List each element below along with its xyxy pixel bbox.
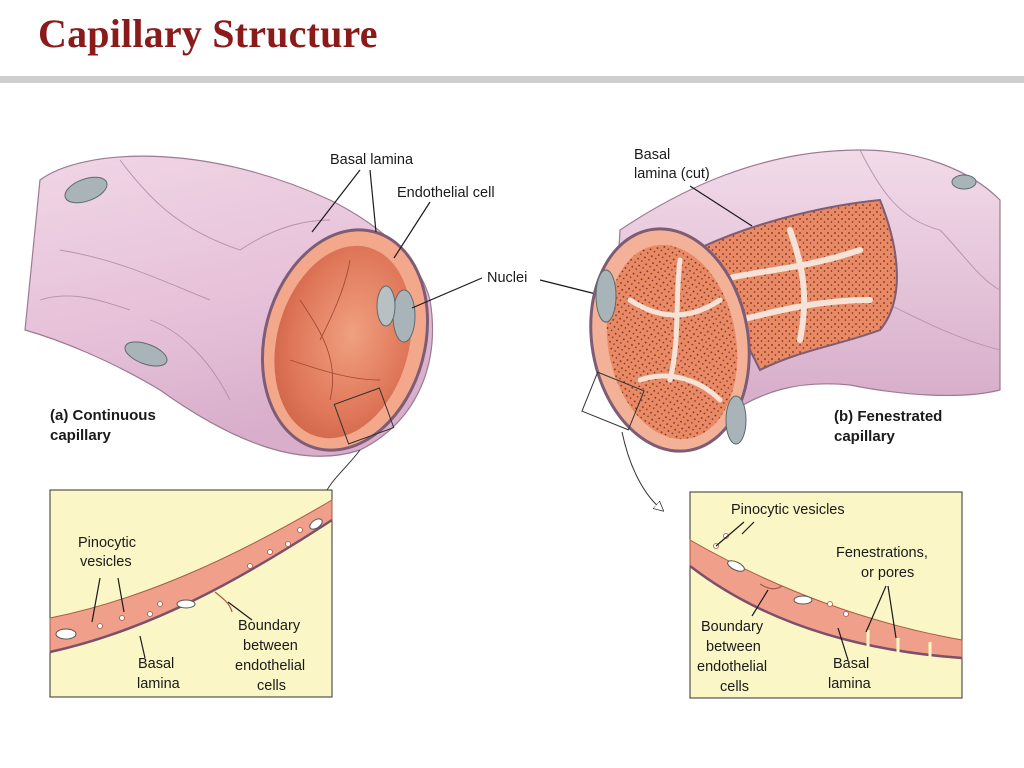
inset-b-pinocytic: Pinocytic vesicles: [731, 502, 845, 518]
inset-continuous: [49, 489, 333, 698]
inset-b-fenestrations-line2: or pores: [861, 565, 914, 581]
label-basal-b-line2: lamina (cut): [634, 166, 710, 182]
inset-a-boundary-line1: Boundary: [238, 618, 301, 634]
caption-a-line2: capillary: [50, 427, 112, 444]
title-divider: [0, 76, 1024, 83]
lumen-ridges-b: [627, 257, 723, 403]
inset-fenestrated: [689, 491, 963, 699]
inset-a-basal-line2: lamina: [137, 676, 181, 692]
inset-a-pinocytic-line1: Pinocytic: [78, 535, 136, 551]
caption-b-line2: capillary: [834, 428, 896, 445]
lumen-a: [274, 245, 412, 439]
label-basal-b-line1: Basal: [634, 147, 670, 163]
inset-a-pinocytic-line2: vesicles: [80, 554, 132, 570]
inset-a-boundary-line2: between: [243, 638, 298, 654]
nucleus-a2: [124, 341, 168, 367]
inset-b-boundary-line1: Boundary: [701, 619, 764, 635]
label-endothelial-cell-a: Endothelial cell: [397, 185, 495, 201]
label-basal-lamina-a: Basal lamina: [330, 152, 414, 168]
continuous-capillary-illustration: [24, 155, 434, 500]
inset-a-boundary-line3: endothelial: [235, 658, 305, 674]
caption-a-line1: (a) Continuous: [50, 407, 156, 424]
inset-a-basal-line1: Basal: [138, 656, 174, 672]
inset-b-basal-line2: lamina: [828, 676, 872, 692]
nucleus-a1: [64, 176, 108, 204]
inset-b-fenestrations-line1: Fenestrations,: [836, 545, 928, 561]
inset-arrow-b: [621, 431, 660, 508]
inset-b-boundary-line3: endothelial: [697, 659, 767, 675]
slide-title: Capillary Structure: [38, 11, 378, 56]
caption-b-line1: (b) Fenestrated: [834, 408, 942, 425]
inset-b-boundary-line4: cells: [720, 679, 749, 695]
nucleus-b4: [725, 395, 747, 445]
inset-a-boundary-line4: cells: [257, 678, 286, 694]
inset-b-basal-line1: Basal: [833, 656, 869, 672]
fenestration-ridges-b: [717, 227, 873, 343]
nucleus-b3: [595, 269, 617, 323]
nucleus-b1: [951, 174, 977, 190]
nucleus-a4: [376, 285, 396, 327]
label-nuclei: Nuclei: [487, 270, 527, 286]
fenestration-pores: [866, 630, 932, 660]
fenestrated-capillary-illustration: [581, 149, 1001, 508]
inset-marker-b: [581, 371, 645, 431]
nucleus-a3: [392, 289, 416, 343]
inset-marker-a: [333, 387, 395, 445]
inset-b-boundary-line2: between: [706, 639, 761, 655]
cell-borders-a: [39, 159, 331, 401]
lumen-cell-borders-a: [289, 259, 381, 401]
